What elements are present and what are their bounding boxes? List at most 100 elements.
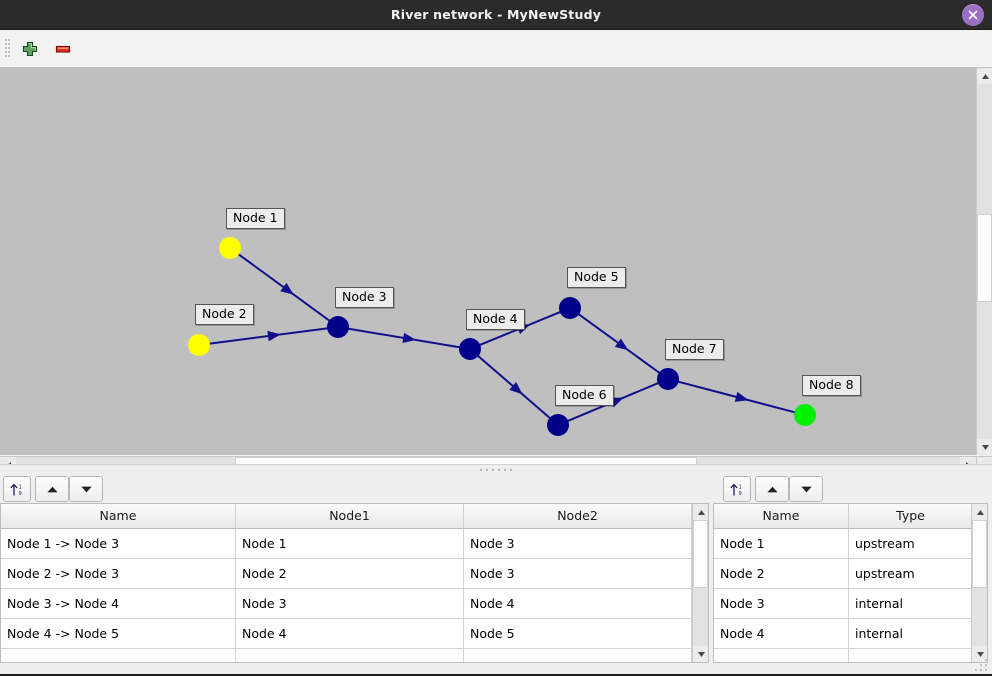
graph-vertical-scrollbar-thumb[interactable]	[977, 214, 992, 302]
table-cell	[849, 649, 973, 662]
branch-table-toolbar: 1 9	[0, 473, 709, 503]
graph-node-node8[interactable]	[794, 404, 816, 426]
table-cell[interactable]: Node 2	[236, 559, 464, 588]
window-resize-grip[interactable]	[975, 659, 989, 673]
table-cell[interactable]: Node 2	[714, 559, 849, 588]
scroll-down-icon[interactable]	[972, 646, 987, 662]
status-strip	[709, 659, 992, 676]
table-cell[interactable]: upstream	[849, 529, 973, 558]
toolbar-drag-handle[interactable]	[5, 39, 10, 59]
node-table-row-partial[interactable]	[714, 649, 987, 662]
node-table-scrollbar-thumb[interactable]	[972, 520, 987, 588]
move-up-button[interactable]	[755, 476, 789, 502]
table-cell[interactable]: Node 3 -> Node 4	[1, 589, 236, 618]
table-cell[interactable]: Node 1	[236, 529, 464, 558]
branch-column-header-node1[interactable]: Node1	[236, 504, 464, 528]
graph-node-label-node6[interactable]: Node 6	[555, 385, 614, 406]
graph-node-node3[interactable]	[327, 316, 349, 338]
node-table-vertical-scrollbar[interactable]	[971, 504, 987, 662]
river-network-graph-panel: Node 1 Node 2 Node 3 Node 4 Node 5 Node 6 Node…	[0, 68, 992, 473]
graph-node-node6[interactable]	[547, 414, 569, 436]
table-cell[interactable]: upstream	[849, 559, 973, 588]
table-cell[interactable]: Node 3	[464, 559, 692, 588]
branch-table-row-partial[interactable]	[1, 649, 708, 662]
table-cell	[714, 649, 849, 662]
graph-node-label-node7[interactable]: Node 7	[665, 339, 724, 360]
move-down-button[interactable]	[789, 476, 823, 502]
table-cell[interactable]: Node 2 -> Node 3	[1, 559, 236, 588]
branch-column-header-name[interactable]: Name	[1, 504, 236, 528]
table-cell	[236, 649, 464, 662]
edge-arrowhead-icon	[614, 338, 629, 351]
sort-ascending-icon[interactable]: 1 9	[723, 476, 751, 502]
node-column-header-name[interactable]: Name	[714, 504, 849, 528]
splitter-grip-icon	[480, 469, 514, 472]
graph-vertical-scrollbar[interactable]	[976, 68, 992, 455]
scroll-down-icon[interactable]	[693, 646, 708, 662]
table-cell[interactable]: Node 3	[714, 589, 849, 618]
node-column-header-type[interactable]: Type	[849, 504, 973, 528]
move-down-button[interactable]	[69, 476, 103, 502]
graph-node-node2[interactable]	[188, 334, 210, 356]
graph-node-label-node4[interactable]: Node 4	[466, 309, 525, 330]
window-title: River network - MyNewStudy	[390, 7, 602, 22]
table-cell[interactable]: Node 1 -> Node 3	[1, 529, 236, 558]
table-cell[interactable]: Node 4	[714, 619, 849, 648]
scroll-down-icon[interactable]	[977, 439, 992, 455]
graph-node-label-node5[interactable]: Node 5	[567, 267, 626, 288]
table-cell[interactable]: Node 4 -> Node 5	[1, 619, 236, 648]
table-cell[interactable]: Node 3	[236, 589, 464, 618]
close-icon[interactable]	[962, 4, 984, 26]
table-cell[interactable]: Node 5	[464, 619, 692, 648]
svg-text:9: 9	[739, 491, 742, 497]
svg-text:1: 1	[19, 484, 22, 490]
table-cell[interactable]: internal	[849, 619, 973, 648]
svg-text:9: 9	[19, 491, 22, 497]
delete-minus-icon[interactable]	[51, 37, 75, 61]
graph-node-label-node3[interactable]: Node 3	[335, 287, 394, 308]
table-cell[interactable]: Node 3	[464, 529, 692, 558]
table-cell[interactable]: internal	[849, 589, 973, 618]
graph-node-label-node1[interactable]: Node 1	[226, 208, 285, 229]
main-toolbar	[0, 30, 992, 68]
move-up-button[interactable]	[35, 476, 69, 502]
scroll-up-icon[interactable]	[693, 504, 708, 520]
edge-arrowhead-icon	[267, 330, 281, 342]
table-cell[interactable]: Node 1	[714, 529, 849, 558]
network-diagram-canvas[interactable]: Node 1 Node 2 Node 3 Node 4 Node 5 Node 6 Node…	[0, 68, 977, 455]
graph-node-node1[interactable]	[219, 237, 241, 259]
scroll-up-icon[interactable]	[977, 68, 992, 84]
branch-table-header: Name Node1 Node2	[1, 504, 708, 529]
table-cell	[464, 649, 692, 662]
edge-arrowhead-icon	[280, 282, 294, 295]
graph-node-node4[interactable]	[459, 338, 481, 360]
table-cell[interactable]: Node 4	[236, 619, 464, 648]
branch-column-header-node2[interactable]: Node2	[464, 504, 692, 528]
edge-arrowhead-icon	[402, 332, 417, 343]
graph-node-label-node8[interactable]: Node 8	[802, 375, 861, 396]
branch-table-vertical-scrollbar[interactable]	[692, 504, 708, 662]
branch-table-scrollbar-thumb[interactable]	[693, 520, 708, 588]
add-plus-icon[interactable]	[18, 37, 42, 61]
sort-ascending-icon[interactable]: 1 9	[3, 476, 31, 502]
scroll-up-icon[interactable]	[972, 504, 987, 520]
graph-node-node5[interactable]	[559, 297, 581, 319]
panel-splitter[interactable]	[0, 464, 992, 473]
graph-node-label-node2[interactable]: Node 2	[195, 304, 254, 325]
graph-node-node7[interactable]	[657, 368, 679, 390]
node-table-header: Name Type	[714, 504, 987, 529]
table-cell[interactable]: Node 4	[464, 589, 692, 618]
